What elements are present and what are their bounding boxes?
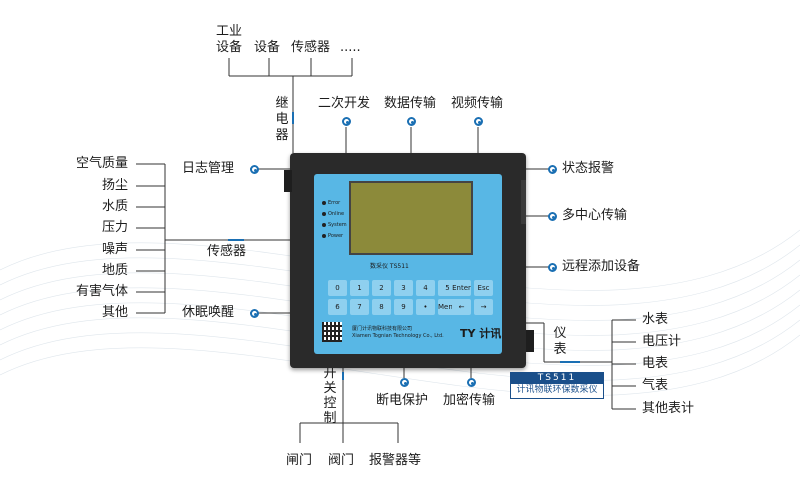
bullet-icon bbox=[250, 165, 259, 174]
key-4[interactable]: 4 bbox=[416, 280, 435, 296]
meter-other: 其他表计 bbox=[642, 401, 695, 416]
bullet-icon bbox=[474, 117, 483, 126]
sensor-harmful-gas: 有害气体 bbox=[76, 284, 129, 299]
output-alarm: 报警器等 bbox=[369, 453, 422, 468]
label-switch-4: 制 bbox=[323, 411, 337, 426]
key-dot[interactable]: • bbox=[416, 299, 435, 315]
meter-voltage: 电压计 bbox=[642, 334, 682, 349]
label-industrial-2: 设备 bbox=[215, 40, 242, 55]
led-power: Power bbox=[322, 233, 343, 239]
label-meter-2: 表 bbox=[553, 342, 567, 357]
label-multi-center: 多中心传输 bbox=[562, 208, 628, 223]
key-right[interactable]: → bbox=[474, 299, 493, 315]
bullet-icon bbox=[548, 165, 557, 174]
label-status-alarm: 状态报警 bbox=[562, 161, 615, 176]
label-industrial: 工业 bbox=[215, 24, 242, 39]
bullet-icon bbox=[250, 309, 259, 318]
badge-subtitle: 计讯物联环保数采仪 bbox=[516, 385, 598, 395]
sensor-water: 水质 bbox=[102, 199, 129, 214]
device-model-label: 数采仪 TS511 bbox=[370, 263, 409, 270]
sensor-dust: 扬尘 bbox=[102, 178, 129, 193]
product-badge: TS511 计讯物联环保数采仪 bbox=[510, 372, 604, 399]
key-3[interactable]: 3 bbox=[394, 280, 413, 296]
output-valve: 阀门 bbox=[328, 453, 355, 468]
label-secondary-dev: 二次开发 bbox=[318, 96, 371, 111]
key-9[interactable]: 9 bbox=[394, 299, 413, 315]
key-esc[interactable]: Esc bbox=[474, 280, 493, 296]
label-switch-3: 控 bbox=[323, 396, 337, 411]
badge-title: TS511 bbox=[511, 373, 603, 384]
bullet-icon bbox=[467, 378, 476, 387]
bullet-icon bbox=[548, 263, 557, 272]
led-online: Online bbox=[322, 211, 344, 217]
label-data-trans: 数据传输 bbox=[384, 96, 437, 111]
label-sensor-top: 传感器 bbox=[291, 40, 331, 55]
label-equipment: 设备 bbox=[254, 40, 281, 55]
meter-gas: 气表 bbox=[642, 378, 669, 393]
label-relay-3: 器 bbox=[275, 128, 289, 143]
bullet-icon bbox=[400, 378, 409, 387]
key-6[interactable]: 6 bbox=[328, 299, 347, 315]
led-system: System bbox=[322, 222, 347, 228]
label-sleep-wake: 休眠唤醒 bbox=[182, 305, 235, 320]
key-1[interactable]: 1 bbox=[350, 280, 369, 296]
company-name: 厦门计讯物联科技有限公司 Xiamen Tognian Technology C… bbox=[352, 326, 444, 340]
sensor-air: 空气质量 bbox=[76, 156, 129, 171]
key-0[interactable]: 0 bbox=[328, 280, 347, 296]
bullet-icon bbox=[407, 117, 416, 126]
sensor-pressure: 压力 bbox=[102, 220, 129, 235]
label-sensor-left: 传感器 bbox=[207, 244, 247, 259]
sensor-geology: 地质 bbox=[102, 263, 129, 278]
output-gate: 闸门 bbox=[286, 453, 313, 468]
bullet-icon bbox=[548, 212, 557, 221]
label-remote-add: 远程添加设备 bbox=[562, 259, 641, 274]
brand-logo: TY 计讯 bbox=[460, 327, 502, 340]
mounting-ear bbox=[284, 170, 292, 192]
antenna-icon bbox=[521, 180, 526, 224]
key-left[interactable]: ← bbox=[452, 299, 471, 315]
label-relay-2: 电 bbox=[275, 112, 289, 127]
meter-electric: 电表 bbox=[642, 356, 669, 371]
label-switch-1: 开 bbox=[323, 366, 337, 381]
mounting-ear bbox=[526, 330, 534, 352]
meter-water: 水表 bbox=[642, 312, 669, 327]
lcd-screen bbox=[349, 181, 473, 255]
bullet-icon bbox=[342, 117, 351, 126]
key-7[interactable]: 7 bbox=[350, 299, 369, 315]
label-relay-1: 继 bbox=[275, 96, 289, 111]
qr-code-icon bbox=[322, 322, 342, 342]
label-more: ..... bbox=[340, 40, 361, 55]
sensor-noise: 噪声 bbox=[102, 242, 129, 257]
label-meter-1: 仪 bbox=[553, 326, 567, 341]
label-video-trans: 视频传输 bbox=[451, 96, 504, 111]
led-error: Error bbox=[322, 200, 340, 206]
label-switch-2: 关 bbox=[323, 381, 337, 396]
key-enter[interactable]: Enter bbox=[452, 280, 471, 296]
sensor-other: 其他 bbox=[102, 305, 129, 320]
label-power-protect: 断电保护 bbox=[376, 393, 429, 408]
company-name-cn: 厦门计讯物联科技有限公司 bbox=[352, 326, 413, 332]
key-2[interactable]: 2 bbox=[372, 280, 391, 296]
label-encrypt: 加密传输 bbox=[443, 393, 496, 408]
company-name-en: Xiamen Tognian Technology Co., Ltd. bbox=[352, 333, 444, 339]
key-8[interactable]: 8 bbox=[372, 299, 391, 315]
label-log-mgmt: 日志管理 bbox=[182, 161, 235, 176]
